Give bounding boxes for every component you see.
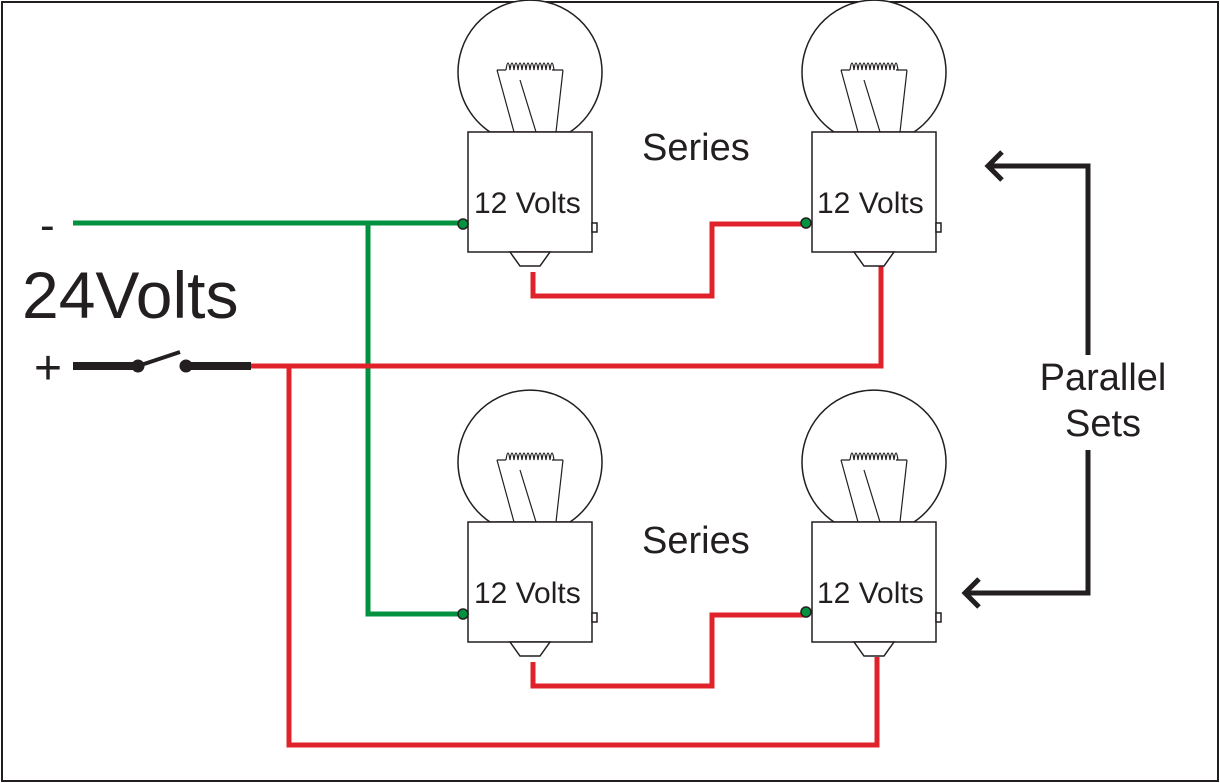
- series-label-bottom: Series: [642, 520, 750, 562]
- bulb-top-left: [457, 0, 603, 267]
- parallel-arrow: [961, 150, 1091, 609]
- series-label-top: Series: [642, 127, 750, 169]
- bulb-bottom-right: [801, 389, 947, 657]
- minus-label: -: [40, 201, 55, 250]
- voltage-label: 24Volts: [22, 258, 239, 332]
- bulb-label-top-right: 12 Volts: [817, 187, 924, 220]
- bulb-label-bottom-right: 12 Volts: [817, 577, 924, 610]
- terminal-dot-bottom-right: [800, 606, 812, 618]
- parallel-label-line1: Parallel: [1040, 357, 1167, 399]
- positive-wires: [251, 221, 884, 748]
- bulb-bottom-left: [457, 389, 603, 657]
- positive-main-top: [251, 265, 884, 369]
- terminal-dot-bottom-left: [457, 608, 469, 620]
- switch: [73, 350, 251, 373]
- terminal-dot-top-right: [800, 217, 812, 229]
- connection-dots: [457, 217, 812, 620]
- parallel-label-line2: Sets: [1065, 403, 1141, 445]
- bulb-top-right: [801, 0, 947, 267]
- terminal-dot-top-left: [457, 218, 469, 230]
- plus-label: +: [34, 342, 62, 395]
- series-link-bottom: [530, 612, 806, 689]
- bulb-label-bottom-left: 12 Volts: [474, 577, 581, 610]
- negative-wires: [73, 220, 463, 617]
- bulb-label-top-left: 12 Volts: [474, 187, 581, 220]
- negative-wire-drop: [365, 223, 463, 617]
- series-link-top: [530, 221, 806, 299]
- positive-main-bottom: [286, 366, 880, 748]
